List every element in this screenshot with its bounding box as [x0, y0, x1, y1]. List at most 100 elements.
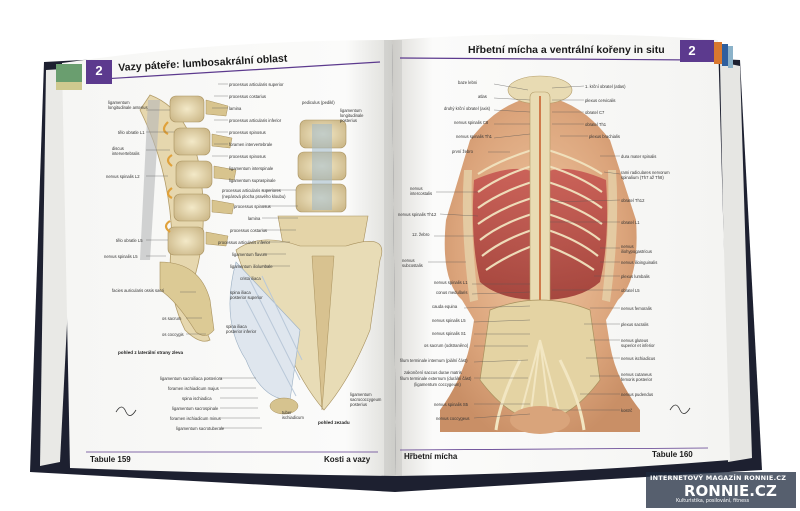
label: spina iliaca posterior inferior: [226, 324, 257, 334]
label: processus costarius: [230, 228, 268, 233]
label: 12. žebro: [412, 232, 430, 237]
tab-blue: [722, 44, 728, 66]
label: processus spinosus: [234, 204, 271, 209]
label: ligamentum sacrotuberale: [176, 426, 225, 431]
watermark-logo: RONNIE.CZ: [684, 482, 777, 500]
posterior-spine-illustration: [229, 119, 382, 415]
label: baze lebni: [458, 80, 478, 85]
label: ligamentum iliolumbale: [230, 264, 273, 269]
label: nervus ilioinguinalis: [621, 260, 658, 265]
label: nervus femoralis: [621, 306, 652, 311]
label: kostrč: [621, 408, 633, 413]
right-leader-lines: [428, 83, 621, 419]
label: plexus brachialis: [589, 134, 620, 139]
label: ligamentum interspinale: [229, 166, 274, 171]
label: ligamentum flavum: [232, 252, 268, 257]
label: nervus spinalis S1: [432, 331, 466, 336]
label: foramen ischiadicum minus: [170, 416, 221, 421]
right-footer-plate: Tabule 160: [652, 450, 693, 459]
label: druhý krční obratel (axis): [444, 106, 491, 111]
label: cauda equina: [432, 304, 458, 309]
label: nervus spinalis L1: [434, 280, 468, 285]
label: (ligamentum coccygeum): [414, 382, 461, 387]
tab-yellow: [56, 82, 82, 90]
label: processus articularis inferior: [218, 240, 271, 245]
watermark-line1: INTERNETOVÝ MAGAZÍN RONNIE.CZ: [650, 474, 787, 482]
left-footer-plate: Tabule 159: [90, 455, 131, 464]
label: nervus cutaneus femoris posterior: [621, 372, 653, 382]
label: rami radiculares nervorum spinalium (Th7…: [621, 170, 670, 180]
label: nervus coccygeus: [436, 416, 470, 421]
left-leader-lines: [146, 83, 298, 429]
label: processus spinosus: [229, 154, 266, 159]
label: lamina: [248, 216, 261, 221]
label: (nepárová plocha pravého kloubu): [222, 194, 286, 199]
label: nervus intercostalis: [410, 186, 433, 196]
label: nervus iliohypogastricus: [621, 244, 652, 254]
label: ligamentum longitudinale posterius: [340, 108, 364, 123]
label: tuber ischiadicum: [282, 410, 304, 420]
label: spina ischiadica: [182, 396, 212, 401]
label: plexus sacralis: [621, 322, 649, 327]
label: atlas: [478, 94, 487, 99]
label: obratel L5: [621, 288, 640, 293]
label: zakončení saccus durae matris: [404, 370, 462, 375]
lateral-spine-illustration: [139, 94, 237, 342]
label: os sacrum (odstraněno): [424, 343, 469, 348]
label: ligamentum sacrospinale: [172, 406, 219, 411]
tab-purple: [704, 40, 714, 62]
label: processus articularis superior: [229, 82, 284, 87]
label: nervus subcostalis: [402, 258, 423, 268]
label: nervus spinalis C8: [454, 120, 489, 125]
label: plexus cervicalis: [585, 98, 616, 103]
caption-lateral-view: pohled z laterální strany zleva: [118, 350, 184, 355]
tab-lightblue: [728, 46, 733, 68]
label: nervus gluteus superior et inferior: [621, 338, 655, 348]
watermark-tagline: Kulturistika, posilování, fitness: [676, 499, 750, 504]
label: plexus lumbalis: [621, 274, 650, 279]
right-footer-section: Hřbetní mícha: [404, 452, 458, 461]
watermark-plate: [646, 472, 796, 508]
right-chapter-number: 2: [688, 43, 696, 58]
label: ligamentum sacrococcygeum posterius: [350, 392, 382, 407]
label: nervus spinalis Th1: [456, 134, 493, 139]
label: filum terminale externum (durální část): [400, 376, 472, 381]
right-footer-rule: [399, 447, 709, 451]
label: nervus spinalis L5: [432, 318, 466, 323]
label: foramen intervertebrale: [229, 142, 273, 147]
label: spina iliaca posterior superior: [230, 290, 263, 300]
label: nervus spinalis L5: [104, 254, 138, 259]
right-signature: [669, 404, 691, 414]
label: ligamentum longitudinale anterius: [108, 100, 148, 110]
label: nervus ischiadicus: [621, 356, 656, 361]
label: první žebro: [452, 149, 473, 154]
label: dura mater spinalis: [621, 154, 657, 159]
left-chapter-number: 2: [95, 63, 103, 78]
label: os sacrum: [162, 316, 182, 321]
right-page-edges: [720, 62, 752, 462]
label: ligamentum sacroiliaca posteriora: [160, 376, 223, 381]
label: foramen ischiadicum majus: [168, 386, 219, 391]
label: nervus spinalis L2: [106, 174, 140, 179]
label: processus spinosus: [229, 130, 266, 135]
label: discus intervertebralis: [112, 146, 140, 156]
label: os coccygis: [162, 332, 184, 337]
label: nervus spinalis S5: [434, 402, 468, 407]
label: nervus pudendus: [621, 392, 654, 397]
gutter-shadow: [384, 40, 402, 476]
tab-green: [56, 64, 82, 82]
label: facies auricularis ossis sacri: [112, 288, 164, 293]
tab-orange: [714, 42, 722, 64]
label: obratel Th1: [585, 122, 607, 127]
label: nervus spinalis Th12: [398, 212, 437, 217]
label: processus articularis inferior: [229, 118, 282, 123]
label: obratel C7: [585, 110, 605, 115]
label: tělo obratle L5: [116, 238, 143, 243]
label: crista iliaca: [240, 276, 261, 281]
label: lamina: [229, 106, 242, 111]
label: processus costarius: [229, 94, 267, 99]
label: ligamentum supraspinale: [229, 178, 276, 183]
label: tělo obratle L1: [118, 130, 145, 135]
